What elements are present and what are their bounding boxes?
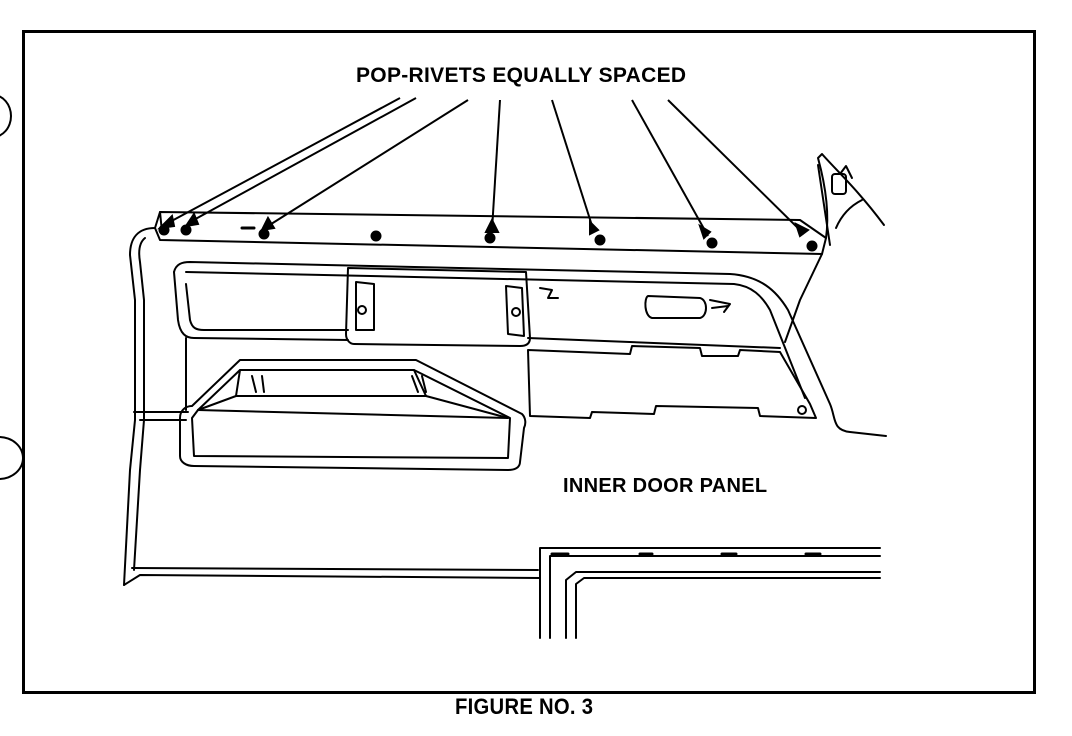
inner-door-panel-label: INNER DOOR PANEL <box>563 475 768 497</box>
rivet-7 <box>706 237 718 249</box>
lower-window-frame <box>539 547 881 639</box>
rivet-4 <box>370 230 382 242</box>
storage-bin-outer <box>179 359 527 471</box>
screw-bracket-left <box>357 305 367 315</box>
rivet-1 <box>158 224 170 236</box>
figure-caption: FIGURE NO. 3 <box>455 694 594 719</box>
door-bottom-edge <box>123 574 541 586</box>
rivet-5 <box>484 232 496 244</box>
rivet-2 <box>180 224 192 236</box>
access-cutout <box>527 345 817 419</box>
handle-recess <box>644 295 707 319</box>
pull-handle-bracket <box>345 267 531 347</box>
rivet-8 <box>806 240 818 252</box>
armrest-housing <box>173 261 887 437</box>
rivet-6 <box>594 234 606 246</box>
door-right-frame <box>784 253 823 343</box>
rivet-3 <box>258 228 270 240</box>
rivets-callout-label: POP-RIVETS EQUALLY SPACED <box>356 64 687 87</box>
door-left-edge <box>123 227 156 586</box>
screw-bracket-right <box>511 307 521 317</box>
screw-panel <box>797 405 807 415</box>
